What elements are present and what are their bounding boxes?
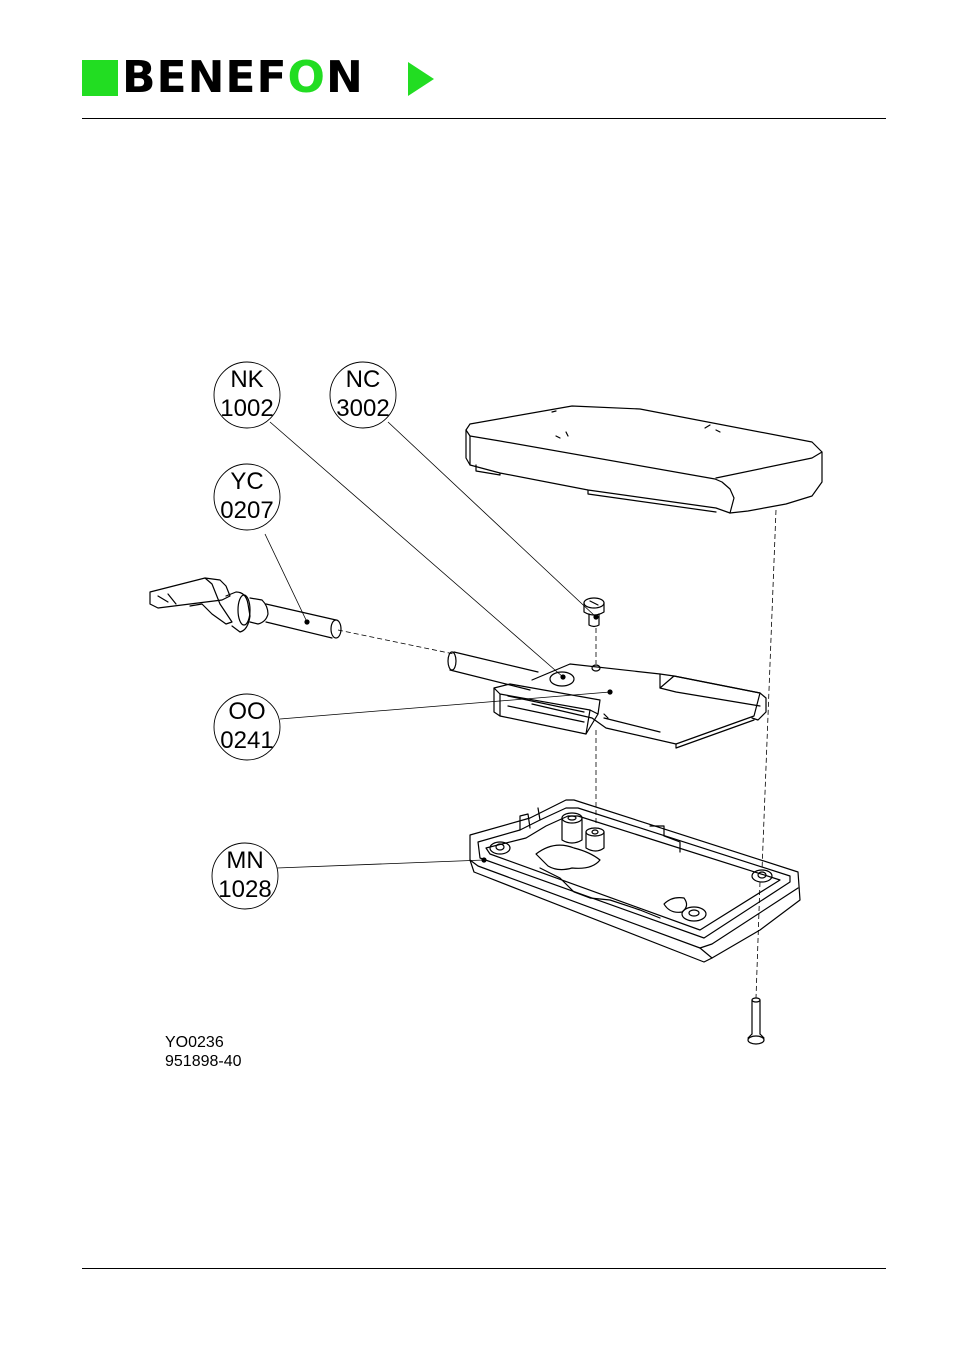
document-code: YO0236 [165, 1034, 224, 1052]
cable-rod-part [448, 652, 538, 690]
callout-nk1002-line2: 1002 [220, 395, 273, 422]
callout-oo0241-line2: 0241 [220, 727, 273, 754]
connector-block-part [494, 684, 600, 734]
callout-oo0241-line1: OO [228, 698, 265, 725]
callout-nc3002-line2: 3002 [336, 395, 389, 422]
bottom-housing-part [470, 800, 800, 962]
leader-dots [304, 614, 612, 862]
screw-nc3002-part [584, 598, 604, 627]
leader-lines [265, 422, 610, 868]
assembly-center-lines [338, 510, 776, 998]
cable-connector-part [150, 578, 341, 638]
callout-yc0207-line1: YC [230, 468, 263, 495]
footer-rule [82, 1268, 886, 1269]
callout-mn1028-line1: MN [226, 847, 263, 874]
callout-mn1028-line2: 1028 [218, 876, 271, 903]
callout-yc0207-line2: 0207 [220, 497, 273, 524]
callout-nk1002-line1: NK [230, 366, 263, 393]
document-number: 951898-40 [165, 1053, 242, 1071]
callout-nc3002-line1: NC [346, 366, 381, 393]
long-screw-part [748, 998, 764, 1044]
top-cover-part [466, 406, 822, 513]
